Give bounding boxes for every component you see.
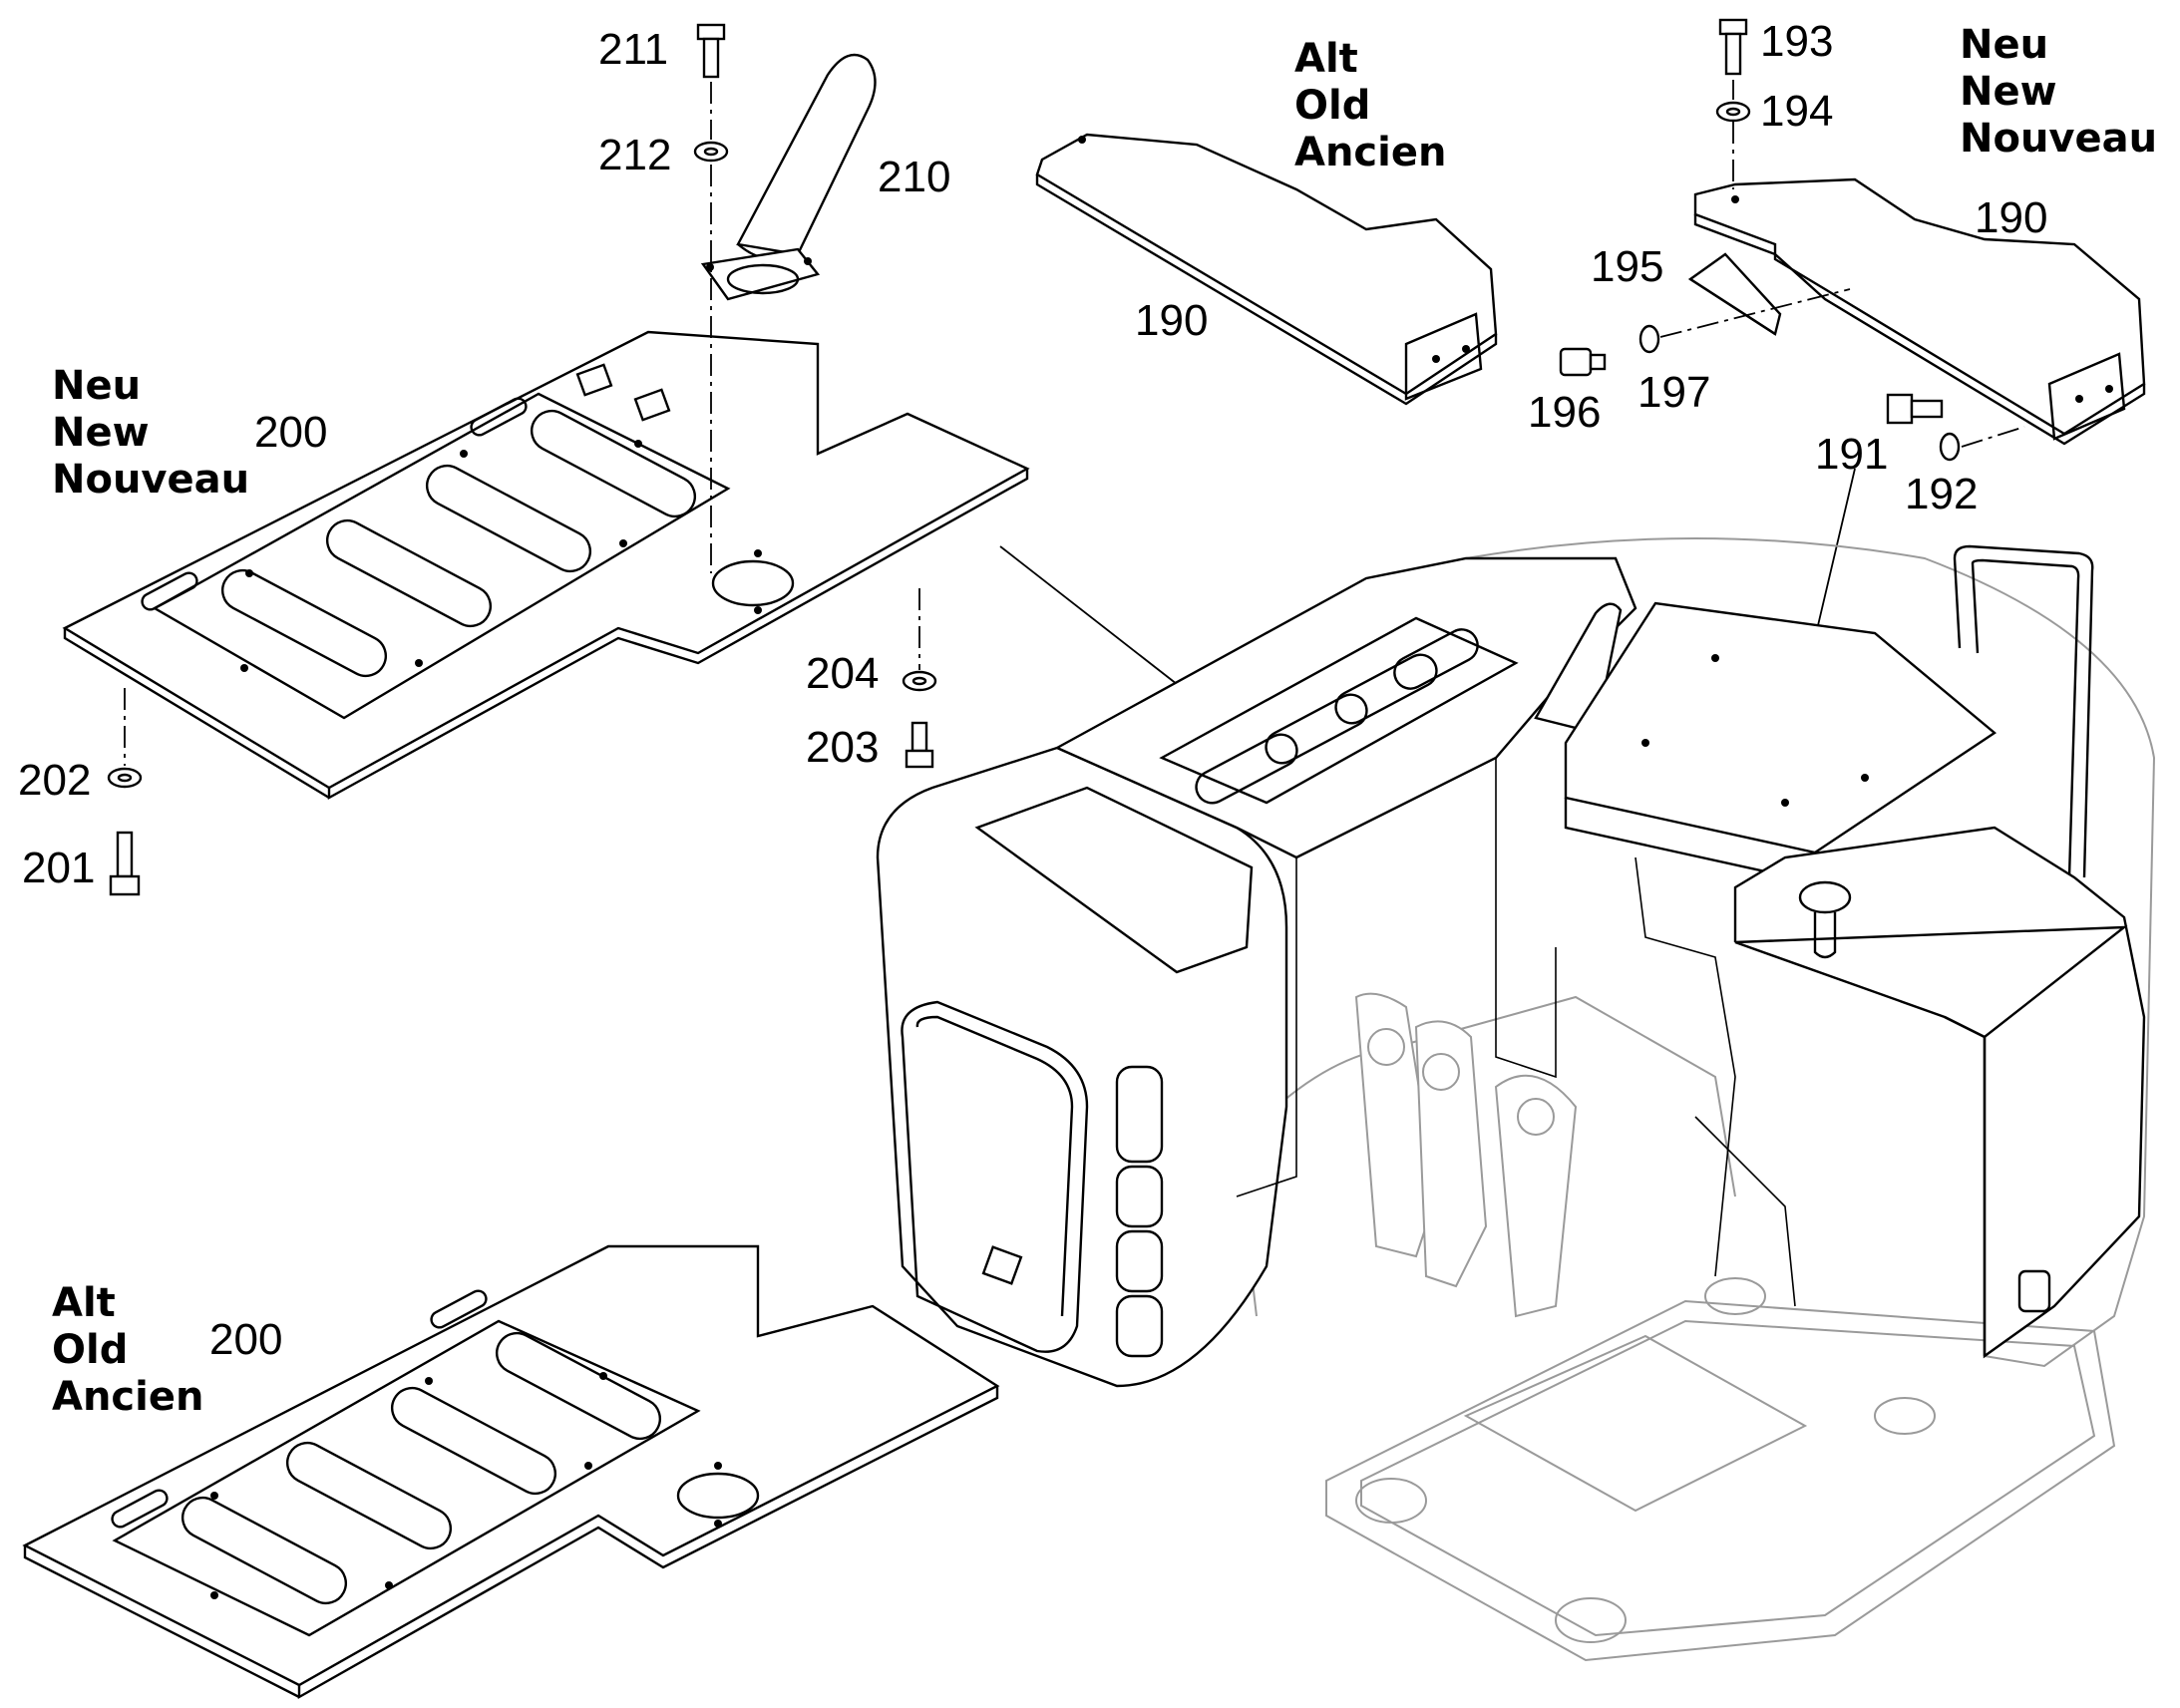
part-label-192: 192 <box>1905 470 1978 518</box>
bolt-icon <box>109 874 141 896</box>
part-label-201: 201 <box>22 844 95 892</box>
svg-text:Alt: Alt <box>52 1280 116 1326</box>
part-label-200-old: 200 <box>209 1315 282 1364</box>
part-label-190-old: 190 <box>1135 296 1208 345</box>
variant-label-old-cover: Alt Old Ancien <box>1294 36 1446 175</box>
exhaust-pipe-210 <box>700 53 877 301</box>
washer-icon <box>107 767 143 789</box>
part-label-204: 204 <box>806 649 879 698</box>
part-label-202: 202 <box>18 756 91 805</box>
svg-text:Nouveau: Nouveau <box>52 457 249 503</box>
svg-text:Old: Old <box>1294 83 1370 129</box>
screw-196 <box>1559 347 1607 377</box>
bolt-icon <box>905 749 934 769</box>
bolt-211 <box>696 23 726 79</box>
svg-text:Ancien: Ancien <box>52 1374 203 1420</box>
washer-204 <box>902 670 937 692</box>
assembly-lines <box>124 80 2025 766</box>
svg-text:New: New <box>1960 69 2057 115</box>
part-label-212: 212 <box>598 131 671 179</box>
variant-label-old-panel: Alt Old Ancien <box>52 1280 203 1420</box>
part-label-196: 196 <box>1528 388 1601 437</box>
washer-192 <box>1939 432 1961 462</box>
washer-212 <box>693 141 729 163</box>
svg-text:Alt: Alt <box>1294 36 1358 82</box>
bolt-icon <box>696 23 726 41</box>
part-label-200-new: 200 <box>254 408 327 457</box>
machine-chassis <box>1235 537 2156 1662</box>
bolt-193 <box>1718 18 1748 76</box>
part-label-211: 211 <box>598 25 668 74</box>
screw-icon <box>1559 347 1593 377</box>
variant-label-new-panel: Neu New Nouveau <box>52 363 249 503</box>
part-label-203: 203 <box>806 723 879 772</box>
bolt-191 <box>1886 393 1944 425</box>
part-label-210: 210 <box>878 153 950 201</box>
variant-label-new-cover: Neu New Nouveau <box>1960 22 2157 162</box>
bolt-203 <box>905 721 934 769</box>
washer-202 <box>107 767 143 789</box>
washer-icon <box>1638 324 1660 354</box>
washer-icon <box>902 670 937 692</box>
part-label-197: 197 <box>1637 368 1710 417</box>
bolt-icon <box>1886 393 1914 425</box>
panel-200-new <box>62 330 1030 801</box>
part-label-190-new: 190 <box>1975 193 2047 242</box>
panel-200-old <box>22 1244 1000 1700</box>
bracket-195 <box>1687 252 1782 336</box>
svg-text:New: New <box>52 410 150 456</box>
svg-text:Nouveau: Nouveau <box>1960 116 2157 162</box>
svg-text:Neu: Neu <box>1960 22 2048 68</box>
svg-text:Ancien: Ancien <box>1294 130 1446 175</box>
part-label-193: 193 <box>1760 17 1833 66</box>
washer-icon <box>1939 432 1961 462</box>
part-label-195: 195 <box>1591 242 1663 291</box>
svg-text:Neu: Neu <box>52 363 141 409</box>
machine-body <box>876 556 2146 1388</box>
bolt-201 <box>109 831 141 896</box>
part-label-194: 194 <box>1760 87 1833 136</box>
washer-194 <box>1715 101 1751 123</box>
svg-text:Old: Old <box>52 1327 128 1373</box>
cover-190-old <box>1035 133 1498 406</box>
part-label-191: 191 <box>1815 430 1888 479</box>
bolt-icon <box>1718 18 1748 36</box>
washer-icon <box>1715 101 1751 123</box>
washer-icon <box>693 141 729 163</box>
washer-197 <box>1638 324 1660 354</box>
cover-190-new <box>1693 177 2146 446</box>
